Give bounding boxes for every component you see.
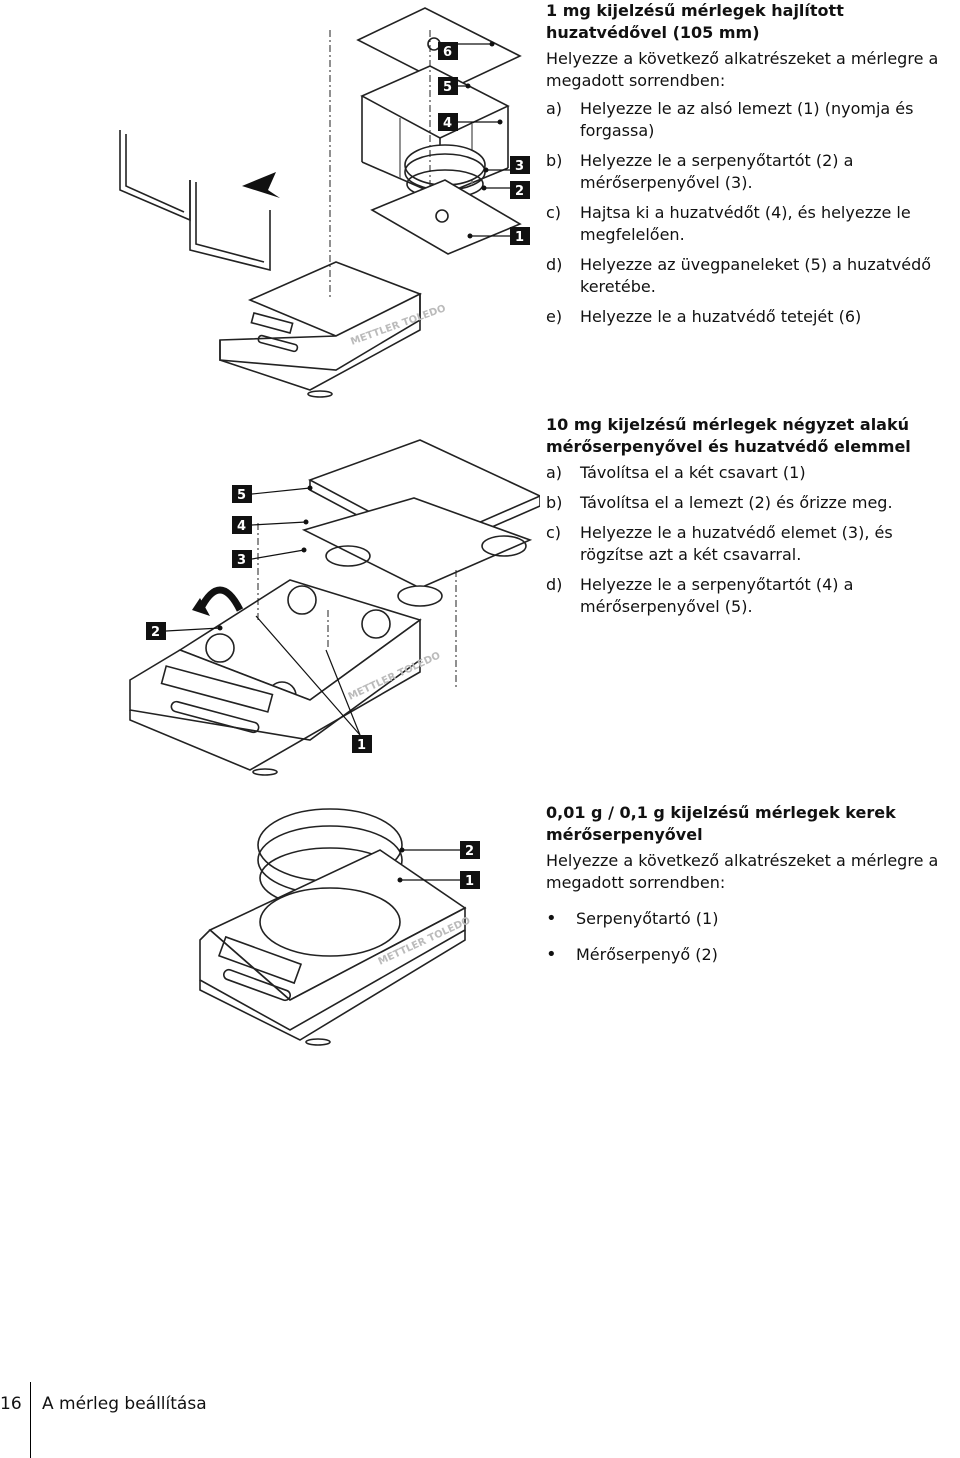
bullet-pan-holder: •Serpenyőtartó (1): [546, 908, 719, 929]
section-3: 0,01 g / 0,1 g kijelzésű mérlegek kerek …: [546, 802, 956, 980]
callout-1: 1: [255, 615, 372, 753]
section-1-intro: Helyezze a következő alkatrészeket a mér…: [546, 49, 939, 90]
svg-text:3: 3: [515, 159, 524, 174]
svg-text:1: 1: [357, 738, 366, 753]
section-1: 1 mg kijelzésű mérlegek hajlított huzatv…: [546, 0, 956, 336]
page-number: 16: [0, 1394, 22, 1414]
svg-text:2: 2: [465, 844, 474, 859]
step-1e: e)Helyezze le a huzatvédő tetejét (6): [546, 307, 862, 326]
callout-4: 4: [232, 516, 309, 534]
svg-text:6: 6: [443, 45, 452, 60]
svg-text:1: 1: [465, 874, 474, 889]
bullet-weighing-pan: •Mérőserpenyő (2): [546, 944, 718, 965]
step-2c: c)Helyezze le a huzatvédő elemet (3), és…: [546, 523, 893, 564]
section-3-heading: 0,01 g / 0,1 g kijelzésű mérlegek kerek …: [546, 803, 896, 844]
svg-text:1: 1: [515, 230, 524, 245]
figure-round-pan-assembly: METTLER TOLEDO 2 1: [199, 808, 480, 1046]
svg-text:5: 5: [237, 488, 246, 503]
callout-1: 1: [397, 871, 480, 889]
svg-text:5: 5: [443, 80, 452, 95]
footer-divider: [30, 1382, 31, 1458]
figure-square-pan-assembly: METTLER TOLEDO 5 4 3 2 1: [129, 439, 540, 776]
callout-2: 2: [399, 841, 480, 859]
footer-title: A mérleg beállítása: [42, 1394, 207, 1414]
callout-5: 5: [438, 77, 471, 95]
svg-text:2: 2: [515, 184, 524, 199]
callout-1: 1: [467, 227, 530, 245]
callout-6: 6: [438, 41, 495, 60]
figure-draft-shield-assembly: METTLER TOLEDO 6 5 4 3 2 1: [119, 7, 530, 398]
step-1d: d)Helyezze az üvegpaneleket (5) a huzatv…: [546, 255, 932, 296]
section-2-heading: 10 mg kijelzésű mérlegek négyzet alakú m…: [546, 415, 911, 456]
callout-5: 5: [232, 485, 313, 503]
callout-2: 2: [146, 622, 223, 640]
step-2d: d)Helyezze le a serpenyőtartót (4) a mér…: [546, 575, 854, 616]
section-1-heading: 1 mg kijelzésű mérlegek hajlított huzatv…: [546, 1, 844, 42]
step-2b: b)Távolítsa el a lemezt (2) és őrizze me…: [546, 493, 893, 512]
svg-text:4: 4: [237, 519, 246, 534]
svg-text:2: 2: [151, 625, 160, 640]
callout-3: 3: [232, 547, 307, 568]
callout-3: 3: [483, 156, 530, 174]
svg-text:4: 4: [443, 116, 452, 131]
section-2: 10 mg kijelzésű mérlegek négyzet alakú m…: [546, 414, 956, 626]
callout-2: 2: [481, 181, 530, 199]
callout-4: 4: [438, 113, 503, 131]
step-2a: a)Távolítsa el a két csavart (1): [546, 463, 806, 482]
step-1b: b)Helyezze le a serpenyőtartót (2) a mér…: [546, 151, 854, 192]
page-footer: 16 A mérleg beállítása: [0, 1382, 300, 1458]
step-1a: a)Helyezze le az alsó lemezt (1) (nyomja…: [546, 99, 914, 140]
step-1c: c)Hajtsa ki a huzatvédőt (4), és helyezz…: [546, 203, 911, 244]
svg-text:3: 3: [237, 553, 246, 568]
section-3-intro: Helyezze a következő alkatrészeket a mér…: [546, 851, 939, 892]
